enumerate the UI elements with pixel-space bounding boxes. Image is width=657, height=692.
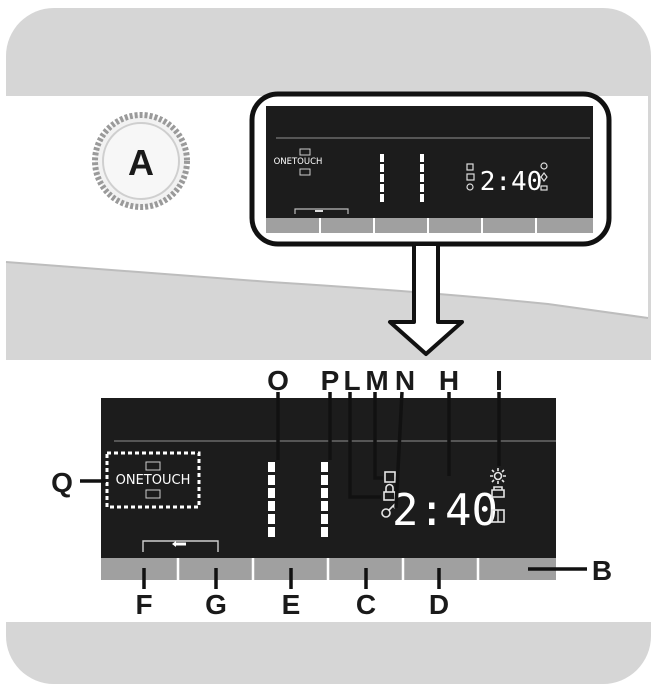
- callout-h: H: [439, 365, 459, 396]
- callout-a: A: [128, 142, 154, 183]
- top-onetouch-label: ONETOUCH: [274, 157, 323, 167]
- callout-c: C: [356, 589, 376, 620]
- program-knob: A: [92, 112, 190, 210]
- callout-p: P: [321, 365, 340, 396]
- callout-q: Q: [51, 467, 73, 498]
- callout-e: E: [282, 589, 301, 620]
- callout-m: M: [365, 365, 388, 396]
- top-time-display: 2:40: [480, 167, 543, 197]
- callout-n: N: [395, 365, 415, 396]
- callout-b: B: [592, 555, 612, 586]
- callout-o: O: [267, 365, 289, 396]
- bar-graph-o: [268, 462, 275, 537]
- callout-i: I: [495, 365, 503, 396]
- door-lock-icon: [384, 471, 396, 483]
- leader-lines: [80, 391, 587, 589]
- callout-d: D: [429, 589, 449, 620]
- button-strip: [101, 558, 556, 580]
- tank-icon: [491, 486, 505, 498]
- callout-g: G: [205, 589, 227, 620]
- zoom-arrow: [388, 242, 464, 356]
- onetouch-zone: [105, 451, 201, 509]
- bottom-time-display: 2:40: [392, 485, 498, 536]
- callout-l: L: [343, 365, 360, 396]
- top-display: ONETOUCH 2:40: [266, 106, 593, 233]
- bottom-onetouch-label: ONETOUCH: [116, 473, 191, 488]
- callout-f: F: [135, 589, 152, 620]
- bar-graph-p: [321, 462, 328, 537]
- sun-icon: [490, 468, 506, 484]
